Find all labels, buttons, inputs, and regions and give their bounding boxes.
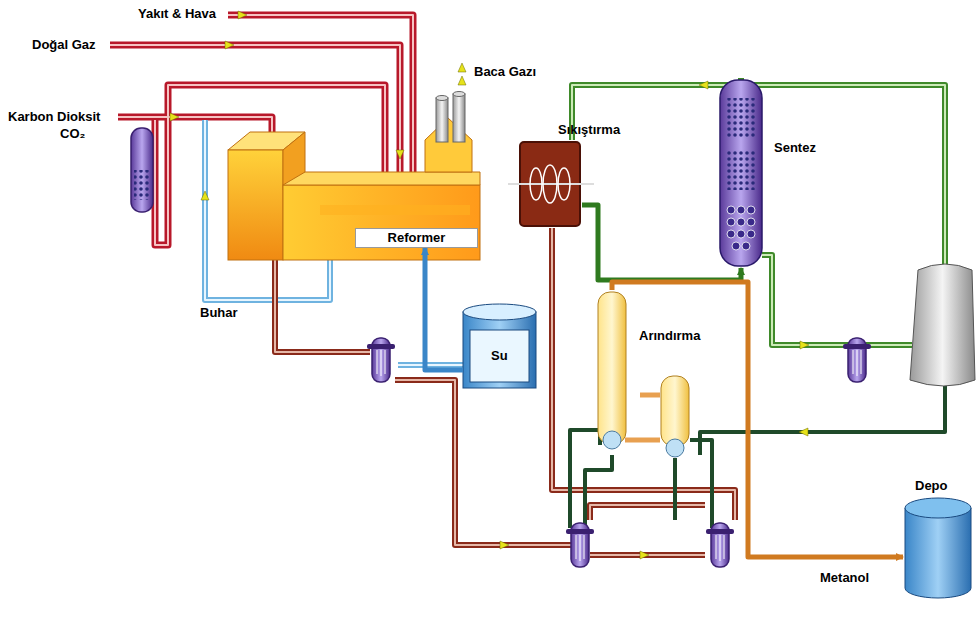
synthesis-reactor: Sentez bbox=[718, 78, 764, 268]
stream-label: Buhar bbox=[200, 305, 238, 321]
pipe-connector bbox=[425, 248, 463, 370]
stream-label: CO₂ bbox=[60, 126, 85, 142]
node-label: Reformer bbox=[388, 230, 446, 246]
compressor: Sıkıştırma bbox=[518, 140, 582, 228]
stream-label: Metanol bbox=[820, 570, 869, 586]
stream-label: Doğal Gaz bbox=[32, 37, 96, 53]
distillation-column: Arındırma bbox=[597, 290, 628, 445]
node-label: Depo bbox=[915, 478, 948, 494]
node-label: Sentez bbox=[774, 140, 816, 156]
node-label: Sıkıştırma bbox=[558, 122, 620, 138]
reformer-box: Reformer bbox=[355, 228, 478, 248]
node-label: Su bbox=[491, 348, 508, 364]
stream-label: Baca Gazı bbox=[474, 64, 536, 80]
pipe-connector bbox=[612, 282, 903, 557]
pipe-connector bbox=[582, 205, 741, 280]
water-tank: Su bbox=[463, 308, 536, 390]
stream-label: Yakıt & Hava bbox=[138, 6, 216, 22]
node-label: Arındırma bbox=[639, 328, 700, 344]
stream-label: Karbon Dioksit bbox=[8, 109, 100, 125]
storage-tank: Depo bbox=[903, 500, 973, 600]
